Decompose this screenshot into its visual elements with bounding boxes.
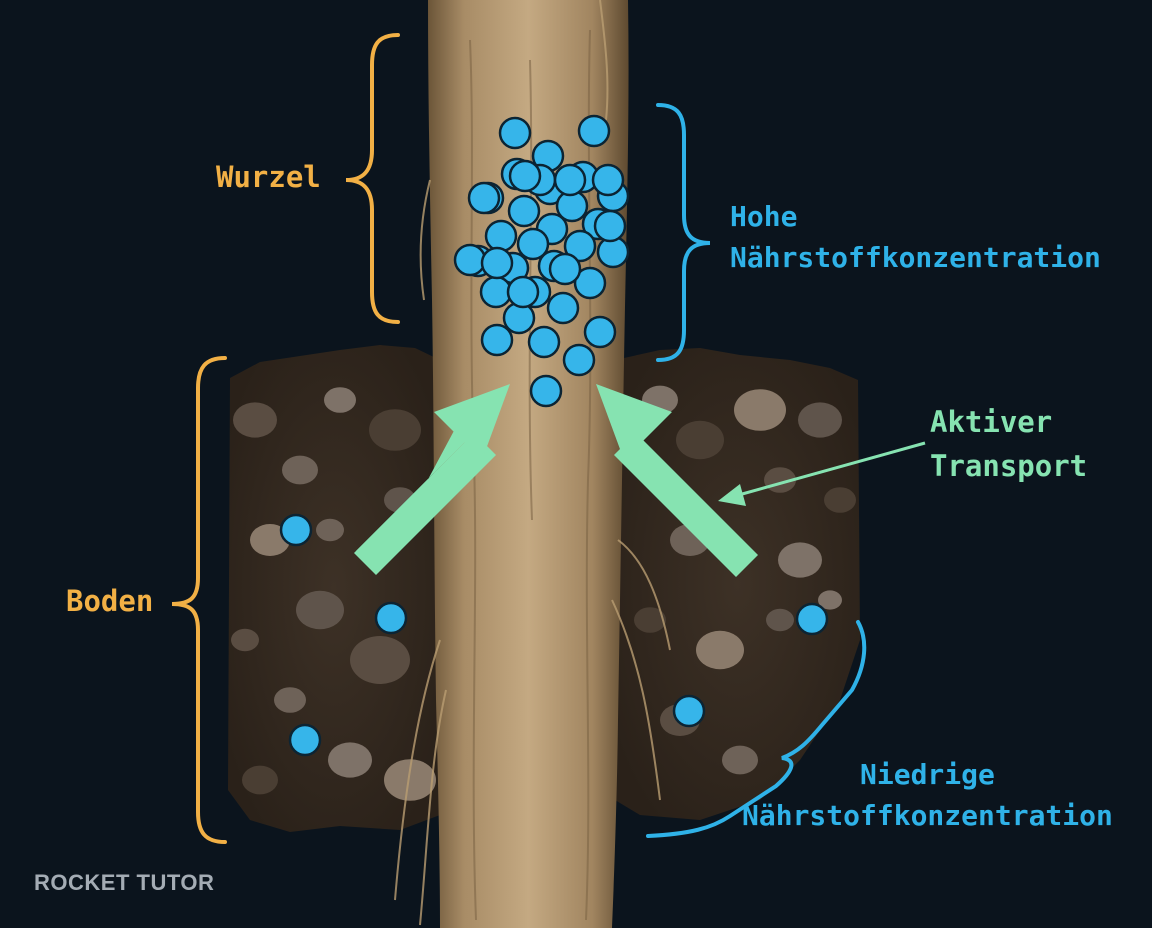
- nutrient-dot-root: [593, 209, 627, 243]
- label-niedrig-line1: Niedrige: [860, 758, 995, 791]
- soil-rock: [316, 518, 344, 542]
- nutrient-particles: [279, 114, 829, 757]
- transport-arrow-left: [354, 384, 510, 575]
- soil-rock: [282, 455, 318, 485]
- nutrient-dot-root: [479, 275, 513, 309]
- transport-arrow-right: [596, 384, 758, 577]
- nutrient-dot-root: [516, 227, 550, 261]
- soil-rock: [798, 402, 842, 438]
- soil-rock: [296, 590, 344, 630]
- soil-rock: [824, 487, 856, 513]
- soil-rock: [384, 759, 436, 801]
- soil-rock: [818, 590, 842, 610]
- nutrient-dot-soil: [795, 602, 829, 636]
- nutrient-dot-root: [480, 323, 514, 357]
- soil-rock: [696, 630, 744, 670]
- label-hohe-line2: Nährstoffkonzentration: [730, 241, 1101, 274]
- nutrient-dot-root: [529, 374, 563, 408]
- logo: ROCKET TUTOR: [34, 870, 215, 895]
- soil-rock: [766, 608, 794, 632]
- nutrient-dot-root: [453, 243, 487, 277]
- soil-rock: [369, 409, 421, 451]
- soil-rock: [274, 687, 306, 713]
- soil-rock: [328, 742, 372, 778]
- nutrient-dot-root: [480, 246, 514, 280]
- label-hohe-line1: Hohe: [730, 200, 798, 233]
- nutrient-dot-soil: [374, 601, 408, 635]
- label-aktiv-line2: Transport: [930, 449, 1088, 483]
- nutrient-dot-root: [573, 266, 607, 300]
- soil-rocks: [231, 385, 856, 801]
- nutrient-dot-root: [508, 159, 542, 193]
- nutrient-dot-soil: [672, 694, 706, 728]
- soil-rock: [778, 542, 822, 578]
- nutrient-dot-root: [591, 163, 625, 197]
- soil-rock: [233, 402, 277, 438]
- bracket-hohe: [656, 103, 711, 362]
- soil-rock: [676, 420, 724, 460]
- nutrient-dot-root: [562, 343, 596, 377]
- nutrient-dot-root: [484, 219, 518, 253]
- nutrient-dot-root: [548, 252, 582, 286]
- nutrient-dot-soil: [279, 513, 313, 547]
- label-hohe-konzentration: Hohe Nährstoffkonzentration: [730, 196, 1101, 278]
- nutrient-dot-root: [507, 194, 541, 228]
- nutrient-dot-root: [546, 291, 580, 325]
- bracket-niedrig: [646, 620, 867, 838]
- nutrient-dot-root: [506, 275, 540, 309]
- nutrient-dot-root: [527, 325, 561, 359]
- label-aktiver-transport: Aktiver Transport: [930, 400, 1087, 488]
- soil-rock: [634, 607, 666, 633]
- bracket-wurzel: [345, 33, 400, 324]
- nutrient-dot-root: [553, 163, 587, 197]
- nutrient-dot-root: [563, 229, 597, 263]
- nutrient-dot-root: [498, 116, 532, 150]
- label-wurzel: Wurzel: [216, 160, 321, 194]
- label-niedrige-konzentration: Niedrige Nährstoffkonzentration: [742, 754, 1113, 836]
- nutrient-dot-root: [583, 315, 617, 349]
- bracket-boden: [171, 356, 227, 844]
- nutrient-dot-root: [467, 181, 501, 215]
- label-boden: Boden: [66, 584, 154, 618]
- pointer-arrow: [718, 441, 926, 506]
- nutrient-dot-soil: [288, 723, 322, 757]
- soil-rock: [324, 387, 356, 413]
- soil-rock: [231, 628, 259, 652]
- soil-rock: [734, 389, 786, 431]
- label-aktiv-line1: Aktiver: [930, 405, 1053, 439]
- nutrient-dot-root: [577, 114, 611, 148]
- label-niedrig-line2: Nährstoffkonzentration: [742, 799, 1113, 832]
- soil-rock: [722, 745, 758, 775]
- soil-rock: [350, 636, 410, 684]
- soil-rock: [242, 765, 278, 795]
